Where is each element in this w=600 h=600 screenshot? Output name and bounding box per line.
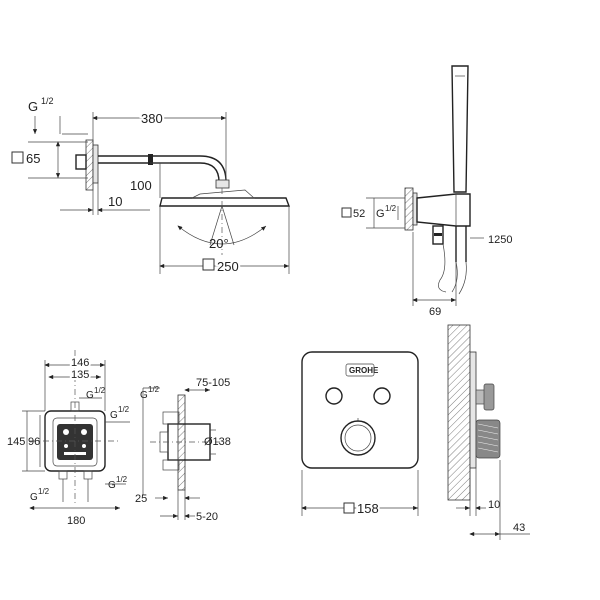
svg-text:1/2: 1/2: [385, 204, 397, 213]
svg-text:G: G: [110, 410, 118, 421]
diameter-label: Ø138: [204, 436, 231, 448]
wall-section: [177, 394, 186, 491]
hose-connector: [432, 225, 444, 245]
height-inner-label: 96: [28, 436, 40, 448]
svg-text:10: 10: [108, 194, 122, 209]
flange-size-callout: 65: [11, 141, 88, 179]
projection-callout: 69: [412, 232, 457, 318]
trim-front-view: GROHE 158: [301, 351, 419, 518]
trim-plate: [301, 351, 419, 469]
plate-size-label: 158: [357, 501, 379, 516]
button-left: [325, 387, 343, 405]
svg-text:1250: 1250: [488, 234, 512, 246]
svg-text:100: 100: [130, 178, 152, 193]
wall-section: [447, 324, 471, 501]
svg-text:G: G: [376, 208, 385, 220]
hose-length-callout: 1250: [470, 234, 512, 246]
svg-text:52: 52: [353, 208, 365, 220]
outlet-callout: 52 G 1/2: [341, 197, 405, 229]
svg-text:G: G: [30, 492, 38, 503]
svg-text:65: 65: [26, 151, 40, 166]
svg-text:250: 250: [217, 259, 239, 274]
projection-total-label: 43: [513, 522, 525, 534]
svg-text:1/2: 1/2: [116, 475, 128, 484]
button-right: [373, 387, 391, 405]
tilt-arc: [177, 225, 267, 245]
wall-flange: [92, 144, 99, 184]
width-inner-label: 135: [71, 369, 89, 381]
thread-callout: G 1/2: [28, 96, 88, 135]
depth-range-label: 75-105: [196, 377, 230, 389]
width-outer-label: 146: [71, 357, 89, 369]
wall-offset-callout: 10: [60, 183, 150, 215]
svg-text:1/2: 1/2: [118, 405, 130, 414]
showerhead: [159, 197, 291, 207]
svg-text:G: G: [108, 480, 116, 491]
tilt-label: 20°: [209, 236, 229, 251]
svg-text:1/2: 1/2: [148, 385, 160, 394]
valve-cartridges: [63, 429, 87, 455]
svg-text:1/2: 1/2: [94, 386, 106, 395]
body-front-view: 146 135 G 1/2 G 1/2 145 96 G 1/2 G 1/2 1…: [7, 350, 130, 527]
button-side: [483, 383, 495, 411]
height-outer-label: 145: [7, 436, 25, 448]
offset-label: 25: [135, 493, 147, 505]
wall-section: [85, 139, 94, 191]
wall-outlet-holder: [416, 193, 471, 227]
connector: [75, 154, 87, 170]
projection-small-label: 10: [488, 499, 500, 511]
head-size-callout: 250: [159, 206, 290, 276]
trim-side-view: 10 43: [447, 324, 530, 540]
svg-text:1/2: 1/2: [41, 96, 54, 106]
showerhead-view: 20° 380 G 1/2 65 100: [11, 96, 291, 276]
handshower: [451, 65, 469, 193]
trim-plate-side: [469, 351, 477, 469]
arm-joint: [215, 179, 230, 189]
svg-text:1/2: 1/2: [38, 487, 50, 496]
svg-text:G: G: [140, 390, 148, 401]
thermostat-knob: [340, 420, 376, 456]
bottom-width-label: 180: [67, 515, 85, 527]
body-side-view: 75-105 G 1/2 Ø138 25 5-20: [135, 377, 231, 523]
arm-length-label: 380: [141, 111, 163, 126]
drop-callout: 100: [130, 162, 170, 198]
svg-text:G: G: [28, 99, 38, 114]
svg-text:G: G: [86, 390, 94, 401]
handshower-view: 52 G 1/2 1250 69: [341, 65, 512, 318]
plaster-range-label: 5-20: [196, 511, 218, 523]
svg-text:69: 69: [429, 306, 441, 318]
hose: [455, 226, 467, 262]
wall-section: [404, 187, 414, 231]
brand-logo: GROHE: [349, 366, 379, 375]
